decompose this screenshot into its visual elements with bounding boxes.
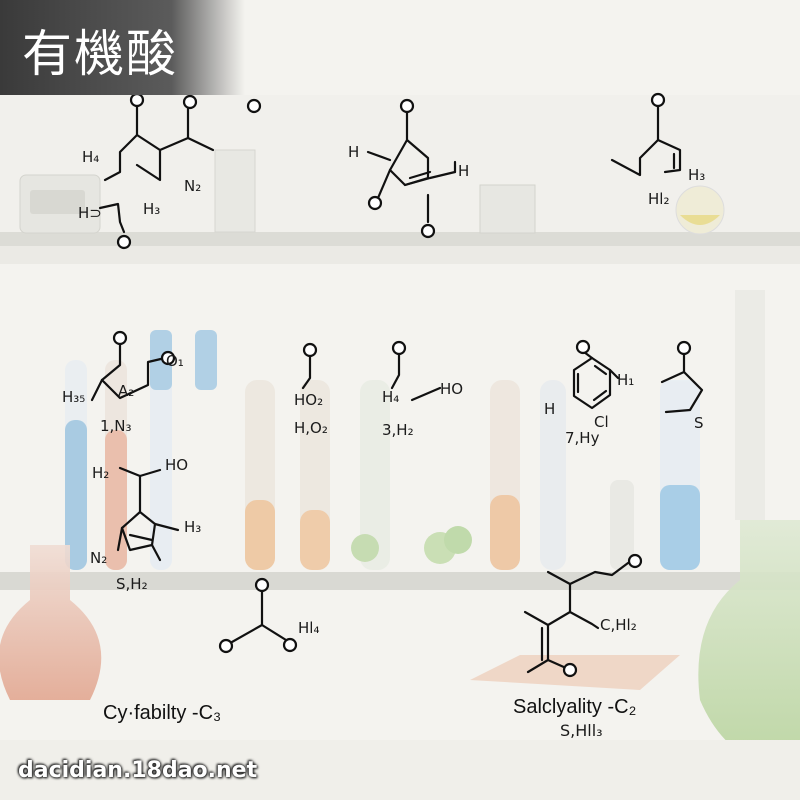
atom-label: A₂ (118, 382, 134, 400)
atom-label: 1,N₃ (100, 417, 132, 435)
title-banner (0, 0, 245, 95)
upper-shelf (0, 232, 800, 246)
atom-label: H (544, 400, 555, 418)
atom-label: H₂ (92, 464, 109, 482)
atom-label: H₄ (82, 148, 99, 166)
atom-label: Cl (594, 413, 609, 431)
molecule-2: H H (348, 98, 469, 239)
atom-node (650, 92, 666, 108)
watermark-text: dacidian.18dao.net (18, 758, 258, 783)
atom-label: H₃₅ (62, 388, 85, 406)
atom-node (282, 637, 298, 653)
atom-node (112, 330, 128, 346)
molecule-4: O₁ H₃₅ A₂ 1,N₃ (62, 330, 184, 435)
atom-label: HO (440, 380, 463, 398)
molecule-8: S (660, 340, 704, 432)
molecule-7: H₁ H Cl 7,Hy (544, 339, 634, 447)
atom-label: O₁ (166, 352, 184, 370)
atom-node (160, 350, 176, 366)
atom-node (218, 638, 234, 654)
atom-label: H₁ (617, 371, 634, 389)
caption-right: Salclyality -C₂ (513, 696, 636, 718)
atom-label: N₂ (184, 177, 201, 195)
atom-label: Hl₄ (298, 619, 319, 637)
molecule-3: H₃ Hl₂ (610, 92, 705, 208)
atom-label: C,Hl₂ (600, 616, 637, 634)
atom-label: H (348, 143, 359, 161)
atom-node (116, 234, 132, 250)
atom-label: S (694, 414, 704, 432)
caption-left: Cy·fabilty -C₃ (103, 702, 221, 724)
atom-label: S,H₂ (116, 575, 148, 593)
atom-label: HO₂ (294, 391, 323, 409)
atom-node (676, 340, 692, 356)
caption-right-sub: S,Hll₃ (560, 721, 603, 740)
atom-node (129, 92, 145, 108)
atom-node (420, 223, 436, 239)
atom-label: N₂ (90, 549, 107, 567)
molecule-9: H₂ HO H₃ N₂ S,H₂ (90, 456, 201, 593)
atom-node (627, 553, 643, 569)
page-title: 有機酸 (22, 25, 178, 83)
atom-node (182, 94, 198, 110)
atom-label: H (458, 162, 469, 180)
atom-label: HO (165, 456, 188, 474)
atom-node (254, 577, 270, 593)
molecule-1: H₄ N₂ H⊃ H₃ (78, 92, 262, 250)
atom-label: H,O₂ (294, 419, 328, 437)
atom-label: H₃ (184, 518, 201, 536)
lower-shelf (0, 572, 800, 590)
atom-node (391, 340, 407, 356)
atom-label: 3,H₂ (382, 421, 414, 439)
atom-node (367, 195, 383, 211)
molecule-6: H₄ HO 3,H₂ (382, 340, 463, 439)
atom-label: H⊃ (78, 204, 102, 222)
atom-label: Hl₂ (648, 190, 669, 208)
atom-label: 7,Hy (565, 429, 600, 447)
molecule-11: C,Hl₂ (523, 553, 643, 678)
atom-label: H₃ (143, 200, 160, 218)
atom-node (575, 339, 591, 355)
molecule-5: HO₂ H,O₂ (294, 342, 328, 437)
atom-node (302, 342, 318, 358)
atom-label: H₃ (688, 166, 705, 184)
molecule-10: Hl₄ (218, 577, 319, 654)
atom-node (562, 662, 578, 678)
atom-node (399, 98, 415, 114)
atom-node (246, 98, 262, 114)
atom-label: H₄ (382, 388, 399, 406)
